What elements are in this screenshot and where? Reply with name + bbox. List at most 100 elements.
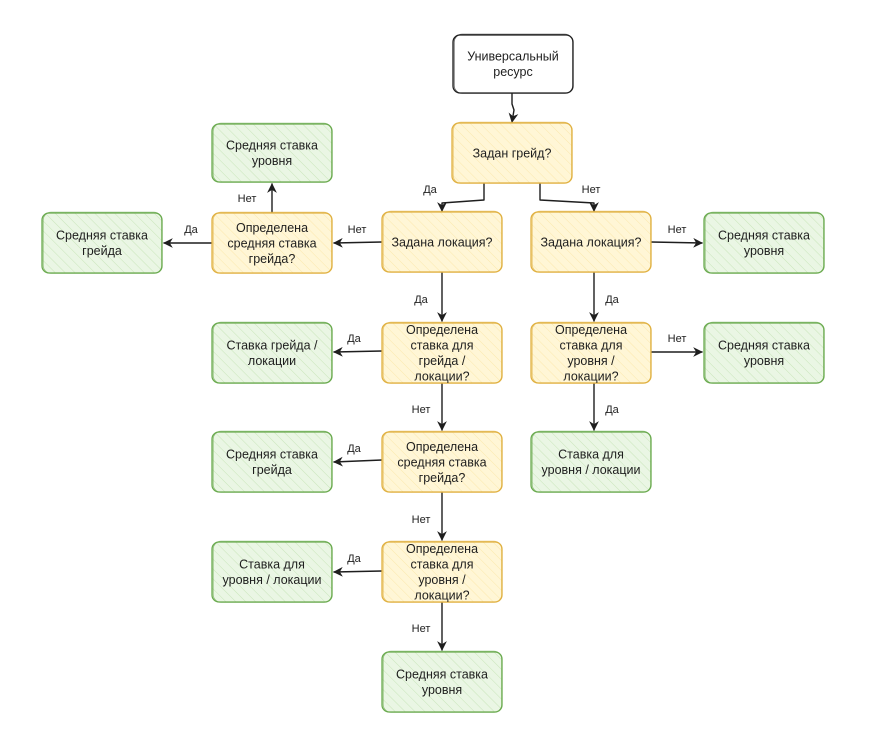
node-hatch <box>382 542 502 602</box>
node-label-line: ставка для <box>411 339 474 353</box>
edge-q_loc_right-to-r_avg_level_right1: Нет <box>650 224 703 248</box>
edge-label: Нет <box>412 514 431 526</box>
node-label-line: Определена <box>406 440 478 454</box>
node-label-line: Задана локация? <box>540 235 641 249</box>
node-q-loc-left: Задана локация? <box>381 210 503 273</box>
node-label-line: уровня <box>744 244 784 258</box>
edge-line <box>333 566 383 577</box>
edge-label: Да <box>414 294 428 306</box>
edge-q_loc_left-to-q_avg_grade_top: Нет <box>333 224 383 248</box>
node-border-sketch <box>212 430 333 493</box>
node-label-line: Ставка для <box>239 558 305 572</box>
node-label-line: грейда / <box>419 354 466 368</box>
node-label-line: грейда <box>252 463 292 477</box>
edge-q_grade-to-q_loc_left: Да <box>423 182 485 212</box>
edge-label: Да <box>347 443 361 455</box>
edge-q_rate_level_loc_left-to-r_avg_level_bottom: Нет <box>412 601 447 651</box>
edge-line <box>650 237 703 248</box>
edge-q_rate_grade_loc-to-q_avg_grade_mid: Нет <box>412 382 447 431</box>
node-label-line: средняя ставка <box>227 236 316 250</box>
node-q-loc-right: Задана локация? <box>530 210 652 273</box>
node-label-line: уровня / локации <box>542 463 641 477</box>
node-border-sketch <box>531 430 652 493</box>
edge-label: Нет <box>348 224 367 236</box>
edge-label: Нет <box>412 404 431 416</box>
node-hatch <box>42 213 162 273</box>
node-label-line: ставка для <box>411 558 474 572</box>
edge-line <box>333 346 383 357</box>
node-hatch <box>382 212 502 272</box>
node-hatch <box>382 652 502 712</box>
node-hatch <box>452 123 572 183</box>
node-hatch <box>531 212 651 272</box>
node-label-line: грейда? <box>249 252 296 266</box>
node-border-sketch <box>531 321 652 384</box>
node-label-line: локации? <box>414 370 469 384</box>
edge-line <box>508 92 519 123</box>
node-label-line: уровня / <box>418 573 466 587</box>
node-label-line: Определена <box>406 542 478 556</box>
node-border-sketch <box>212 122 333 183</box>
node-label-line: средняя ставка <box>397 455 486 469</box>
node-label-line: Задана локация? <box>391 235 492 249</box>
node-border-sketch <box>212 540 333 603</box>
node-r-rate-grade-loc: Ставка грейда /локации <box>211 321 333 384</box>
edge-line <box>539 182 599 212</box>
node-label-line: локации <box>248 354 296 368</box>
node-label-line: Определена <box>555 323 627 337</box>
edge-q_rate_level_loc_right-to-r_rate_level_loc_right: Да <box>589 382 620 431</box>
edge-line <box>437 182 485 212</box>
node-hatch <box>531 432 651 492</box>
node-border-sketch <box>382 210 503 273</box>
edge-label: Нет <box>668 224 687 236</box>
node-border-sketch <box>382 650 503 713</box>
node-label-line: ставка для <box>560 339 623 353</box>
node-border-sketch <box>382 430 503 493</box>
node-label-line: Средняя ставка <box>718 339 810 353</box>
edge-label: Да <box>423 184 437 196</box>
node-label-line: уровня / <box>567 354 615 368</box>
node-border-sketch <box>704 321 825 384</box>
node-label-line: локации? <box>414 589 469 603</box>
node-label-line: Средняя ставка <box>226 448 318 462</box>
node-label-line: уровня <box>252 154 292 168</box>
node-border-sketch <box>212 211 333 274</box>
node-border-sketch <box>452 121 573 184</box>
edge-label: Да <box>605 294 619 306</box>
node-hatch <box>212 542 332 602</box>
edge-label: Да <box>347 333 361 345</box>
node-hatch <box>704 323 824 383</box>
node-hatch <box>212 323 332 383</box>
node-label-line: грейда <box>82 244 122 258</box>
node-hatch <box>212 213 332 273</box>
edge-label: Да <box>184 224 198 236</box>
node-label-line: ресурс <box>493 65 532 79</box>
edge-q_loc_left-to-q_rate_grade_loc: Да <box>414 271 447 322</box>
node-label-line: Определена <box>406 323 478 337</box>
node-border-sketch <box>704 211 825 274</box>
node-label-line: Средняя ставка <box>226 139 318 153</box>
edge-label: Да <box>605 404 619 416</box>
edge-q_avg_grade_mid-to-q_rate_level_loc_left: Нет <box>412 491 447 541</box>
edge-label: Нет <box>238 193 257 205</box>
edge-q_avg_grade_mid-to-r_avg_grade_mid: Да <box>333 443 383 467</box>
edge-q_rate_level_loc_right-to-r_avg_level_right2: Нет <box>650 333 703 357</box>
edge-q_rate_grade_loc-to-r_rate_grade_loc: Да <box>333 333 383 357</box>
edge-start-to-q_grade <box>508 92 519 123</box>
edge-q_loc_right-to-q_rate_level_loc_right: Да <box>589 271 620 322</box>
edge-line <box>333 237 383 248</box>
node-q-grade: Задан грейд? <box>451 121 573 184</box>
node-border-sketch <box>453 33 574 94</box>
node-label-line: грейда? <box>419 471 466 485</box>
